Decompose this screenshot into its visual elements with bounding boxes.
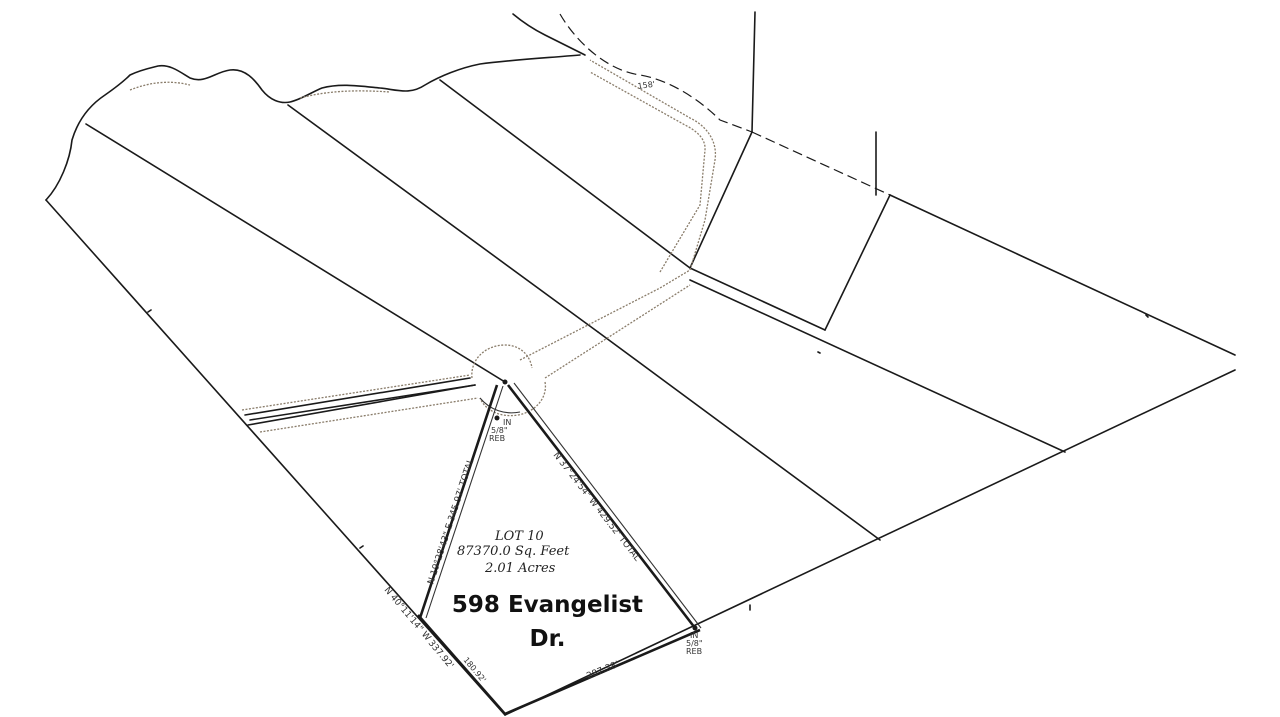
creek-boundary	[45, 54, 581, 201]
address-line-2: Dr.	[529, 626, 566, 652]
lot-line-1	[85, 123, 506, 383]
north-dashed-line	[559, 13, 753, 133]
inner-box-right	[824, 194, 891, 331]
road-edge-a	[241, 59, 717, 433]
lot-name: LOT 10	[494, 529, 544, 544]
south-pin-label: IN	[690, 631, 698, 640]
north-pin-label: IN	[503, 418, 511, 427]
northeast-upper-line	[512, 13, 586, 56]
cul-de-sac-arc	[479, 397, 521, 414]
west-line-bearing: N 19°28'43" E 345.97' TOTAL	[426, 457, 476, 585]
north-pin-marker	[494, 415, 500, 421]
lot10-east-line	[506, 384, 697, 629]
road-edge-b	[544, 71, 706, 379]
north-pin-type: REB	[489, 434, 505, 443]
lot-line-4	[597, 331, 881, 541]
south-pin-size: 5/8"	[686, 639, 703, 648]
road-line-c	[244, 377, 476, 421]
southeast-boundary	[504, 369, 1236, 716]
creek-inner	[129, 81, 391, 99]
lot10-south-line	[504, 628, 701, 716]
inner-box-left	[689, 131, 753, 269]
cul-de-sac-center	[502, 379, 508, 385]
lot10-west-line	[418, 384, 499, 619]
lot-area-sqft: 87370.0 Sq. Feet	[457, 544, 570, 559]
lot10-west-line-inner	[425, 385, 504, 619]
lot-line-2	[287, 104, 599, 333]
lot10-sw-line	[417, 614, 506, 715]
property-address: 598 Evangelist Dr.	[430, 588, 665, 656]
north-pin-size: 5/8"	[491, 426, 508, 435]
north-vertical-line	[751, 11, 756, 133]
lot-area-acres: 2.01 Acres	[484, 561, 556, 576]
south-line-distance: 287.38'	[585, 660, 620, 682]
north-east-dashed	[751, 131, 891, 196]
east-boundary	[889, 194, 1236, 356]
north-road-distance: 158'	[637, 80, 656, 91]
inner-box-bottom	[689, 267, 826, 331]
lot-line-3	[439, 79, 691, 269]
south-pin-type: REB	[686, 647, 702, 656]
south-pin-marker	[692, 625, 698, 631]
southwest-bearing: N 40°11'14" W	[382, 586, 433, 644]
southwest-boundary	[45, 199, 506, 716]
lot10-east-line-inner	[513, 382, 702, 629]
boundary-ticks	[147, 309, 1149, 611]
lot-line-5	[689, 279, 1066, 453]
cul-de-sac	[471, 344, 547, 417]
address-line-1: 598 Evangelist	[451, 592, 644, 618]
